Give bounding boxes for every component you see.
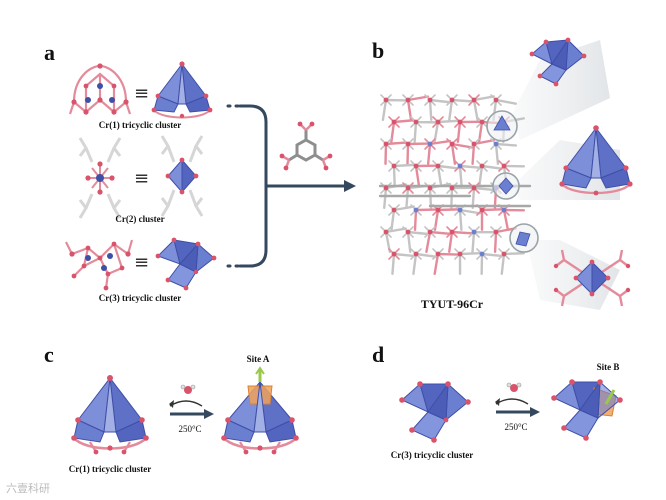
cr1-ball-stick-model bbox=[68, 63, 132, 115]
panel-d-initial-cluster bbox=[399, 381, 471, 443]
cr2-cluster-label: Cr(2) cluster bbox=[115, 214, 164, 224]
framework-structure bbox=[378, 94, 532, 275]
framework-highlight-circles bbox=[486, 110, 539, 253]
site-b-label: Site B bbox=[597, 362, 620, 372]
panel-letter-d: d bbox=[372, 342, 384, 367]
panel-c-temperature: 250°C bbox=[178, 424, 201, 434]
cr1-cluster-label: Cr(1) tricyclic cluster bbox=[99, 120, 181, 130]
panel-letter-a: a bbox=[44, 40, 55, 65]
watermark-text: 六壹科研 bbox=[6, 482, 50, 495]
equiv-symbol-2: ≡ bbox=[134, 168, 149, 189]
panel-d-dehydration-arrow bbox=[495, 398, 540, 417]
cr2-ball-stick-model bbox=[78, 137, 122, 219]
equiv-symbol-1: ≡ bbox=[134, 83, 149, 104]
linker-molecule bbox=[279, 121, 333, 171]
merge-bracket bbox=[226, 104, 348, 268]
detail-cluster-cr1-middle bbox=[559, 125, 633, 196]
framework-label: TYUT-96Cr bbox=[421, 297, 484, 311]
panel-c-initial-cluster bbox=[71, 375, 149, 455]
panel-d-cluster-label: Cr(3) tricyclic cluster bbox=[391, 450, 473, 460]
panel-d-water-molecule-icon bbox=[506, 382, 522, 392]
cr3-cluster-label: Cr(3) tricyclic cluster bbox=[99, 293, 181, 303]
equiv-symbol-3: ≡ bbox=[134, 252, 149, 273]
detail-cluster-cr3-top bbox=[529, 37, 587, 87]
cr2-polyhedral-model bbox=[160, 135, 204, 217]
cr3-ball-stick-model bbox=[65, 239, 134, 291]
panel-letter-b: b bbox=[372, 38, 384, 63]
detail-cluster-cr2-bottom bbox=[553, 249, 631, 307]
cr3-polyhedral-model bbox=[155, 237, 217, 291]
panel-c-activated-cluster bbox=[221, 366, 299, 455]
panel-letter-c: c bbox=[44, 342, 54, 367]
merge-arrow-head bbox=[344, 180, 356, 192]
panel-c-cluster-label: Cr(1) tricyclic cluster bbox=[69, 464, 151, 474]
panel-c-dehydration-arrow bbox=[169, 400, 214, 419]
panel-d-activated-cluster bbox=[551, 379, 623, 441]
site-a-label: Site A bbox=[247, 354, 270, 364]
panel-c-water-molecule-icon bbox=[180, 384, 196, 394]
cr1-polyhedral-model bbox=[151, 61, 213, 119]
panel-d-temperature: 250°C bbox=[504, 422, 527, 432]
